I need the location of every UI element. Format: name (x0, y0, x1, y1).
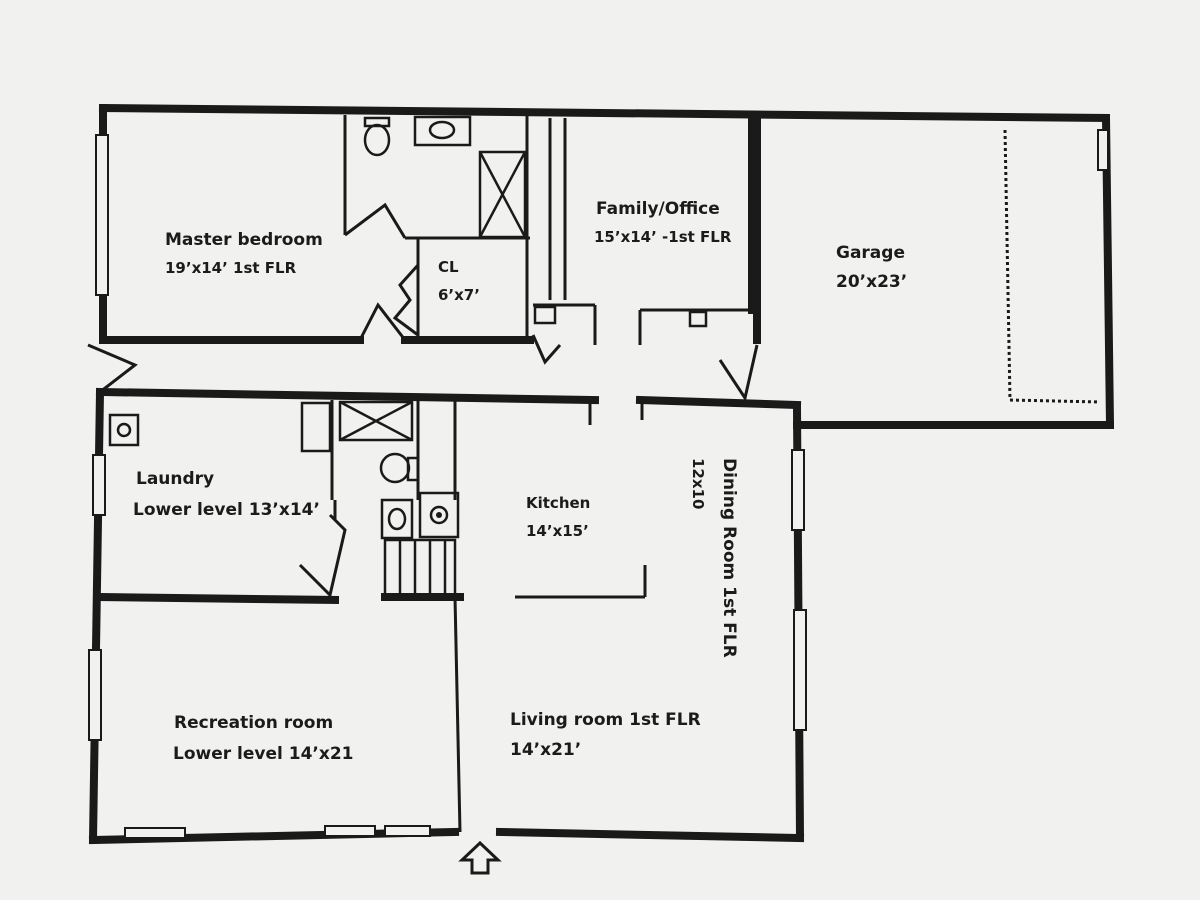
laundry-size: Lower level 13’x14’ (133, 500, 320, 520)
stove-icon (418, 491, 460, 539)
laundry-name: Laundry (136, 469, 214, 489)
bathroom-fixtures (363, 115, 527, 239)
shower-icon (478, 150, 527, 239)
lower-fixtures (108, 305, 708, 597)
closet-fixture-icon (533, 305, 708, 328)
interior-walls (95, 114, 802, 833)
closet-name: CL (438, 258, 459, 276)
family-office-name: Family/Office (596, 199, 720, 219)
dining-room-size: 12x10 (689, 458, 707, 509)
kitchen-size: 14’x15’ (526, 522, 589, 540)
entry-arrow-icon (458, 840, 502, 875)
garage-size: 20’x23’ (836, 272, 907, 292)
living-room-size: 14’x21’ (510, 740, 581, 760)
living-room-name: Living room 1st FLR (510, 710, 701, 730)
stairs-icon (383, 538, 457, 597)
laundry-sink-icon (108, 413, 140, 447)
room-labels: Master bedroom 19’x14’ 1st FLR CL 6’x7’ … (133, 199, 907, 764)
windows (88, 129, 1109, 839)
recreation-room-size: Lower level 14’x21 (173, 744, 354, 764)
master-bedroom-name: Master bedroom (165, 230, 323, 250)
garage-name: Garage (836, 243, 905, 263)
recreation-room-name: Recreation room (174, 713, 333, 733)
sink-icon (380, 498, 414, 540)
toilet-icon (363, 116, 391, 157)
closet-size: 6’x7’ (438, 286, 480, 304)
dining-room-name: Dining Room 1st FLR (719, 458, 739, 658)
shower-icon (338, 400, 414, 442)
toilet-icon (379, 452, 420, 484)
family-office-size: 15’x14’ -1st FLR (594, 228, 732, 246)
master-bedroom-size: 19’x14’ 1st FLR (165, 259, 297, 277)
sink-icon (413, 115, 472, 147)
kitchen-name: Kitchen (526, 494, 590, 512)
doors (87, 202, 759, 598)
garage-door (1003, 129, 1101, 404)
